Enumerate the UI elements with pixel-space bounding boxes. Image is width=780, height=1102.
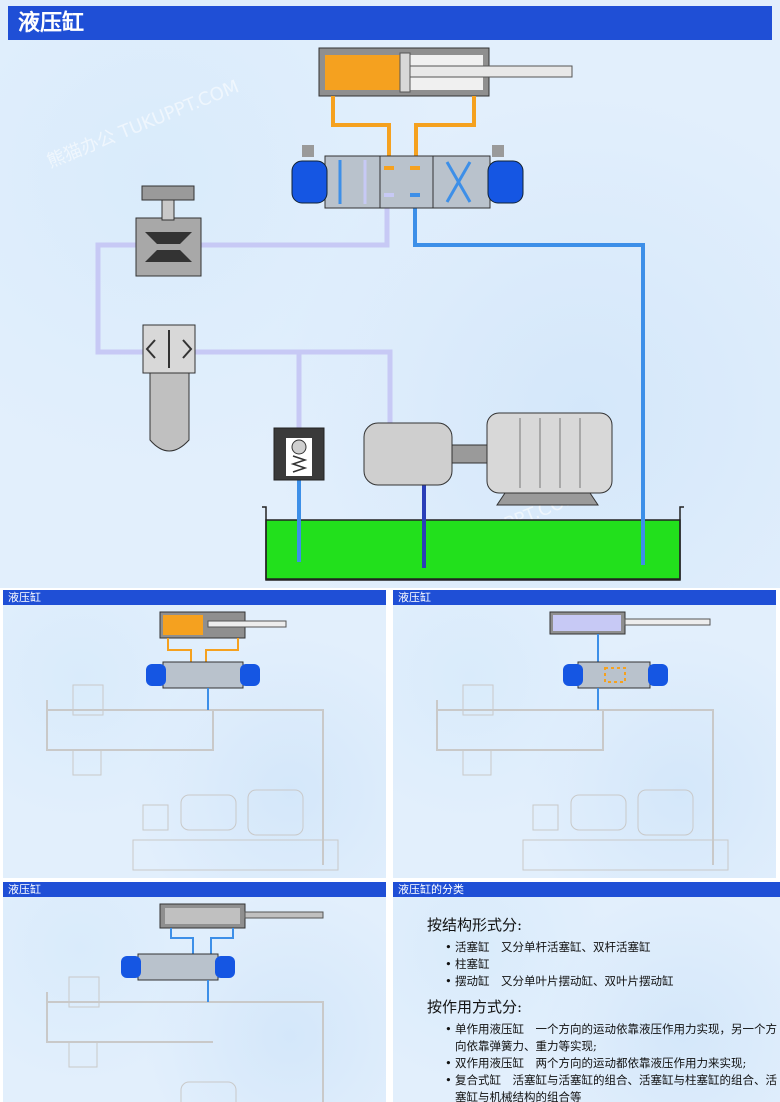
thumb4-title-bar: 液压缸的分类 (393, 882, 780, 897)
thumb1-diagram (46, 611, 339, 871)
classification-text: 按结构形式分: 活塞缸 又分单杆活塞缸、双杆活塞缸 柱塞缸 摆动缸 又分单叶片摆… (427, 912, 777, 1102)
list-item: 摆动缸 又分单叶片摆动缸、双叶片摆动缸 (427, 973, 777, 990)
thumb3-diagram (46, 903, 324, 1102)
list-item: 活塞缸 又分单杆活塞缸、双杆活塞缸 (427, 939, 777, 956)
thumb2-title-bar: 液压缸 (393, 590, 776, 605)
piston (399, 52, 411, 93)
throttle-valve (135, 217, 202, 277)
tank-wall (262, 506, 684, 581)
pressure-line-b (414, 96, 476, 165)
electric-motor (486, 412, 613, 494)
thumb2-title: 液压缸 (398, 591, 431, 604)
hydraulic-circuit-diagram (95, 47, 684, 581)
main-slide: 液压缸 熊猫办公 TUKUPPT.COM 熊猫办公 TUKUPPT.COM (0, 0, 780, 588)
structure-list: 活塞缸 又分单杆活塞缸、双杆活塞缸 柱塞缸 摆动缸 又分单叶片摆动缸、双叶片摆动… (427, 939, 777, 990)
list-item: 双作用液压缸 两个方向的运动都依靠液压作用力来实现; (427, 1055, 777, 1072)
structure-heading: 按结构形式分: (427, 916, 523, 934)
pressure-line-a (331, 96, 391, 165)
return-line (413, 195, 645, 565)
thumb3-title-bar: 液压缸 (3, 882, 386, 897)
suction-line (95, 195, 393, 450)
piston-rod (409, 65, 573, 78)
list-item: 复合式缸 活塞缸与活塞缸的组合、活塞缸与柱塞缸的组合、活塞缸与机械结构的组合等 (427, 1072, 777, 1102)
thumb3-title: 液压缸 (8, 883, 41, 896)
thumb4-title: 液压缸的分类 (398, 883, 464, 896)
filter-bowl (149, 372, 190, 452)
action-list: 单作用液压缸 一个方向的运动依靠液压作用力实现，另一个方向依靠弹簧力、重力等实现… (427, 1021, 777, 1102)
solenoid-right (487, 160, 524, 204)
thumbnail-slide-3[interactable]: 液压缸 (3, 882, 386, 1102)
list-item: 柱塞缸 (427, 956, 777, 973)
thumb1-title: 液压缸 (8, 591, 41, 604)
main-slide-title: 液压缸 (18, 10, 85, 36)
thumbnail-slide-4[interactable]: 液压缸的分类 按结构形式分: 活塞缸 又分单杆活塞缸、双杆活塞缸 柱塞缸 摆动缸… (393, 882, 780, 1102)
thumb2-diagram (436, 611, 729, 871)
main-title-bar: 液压缸 (8, 6, 772, 40)
solenoid-left (291, 160, 328, 204)
thumbnail-slide-1[interactable]: 液压缸 (3, 590, 386, 878)
thumbnail-slide-2[interactable]: 液压缸 (393, 590, 776, 878)
cylinder-chamber (325, 55, 400, 90)
action-heading: 按作用方式分: (427, 998, 523, 1016)
pump (363, 422, 453, 486)
thumb1-title-bar: 液压缸 (3, 590, 386, 605)
list-item: 单作用液压缸 一个方向的运动依靠液压作用力实现，另一个方向依靠弹簧力、重力等实现… (427, 1021, 777, 1055)
valve-body (324, 155, 491, 209)
oil-tank (265, 519, 681, 580)
